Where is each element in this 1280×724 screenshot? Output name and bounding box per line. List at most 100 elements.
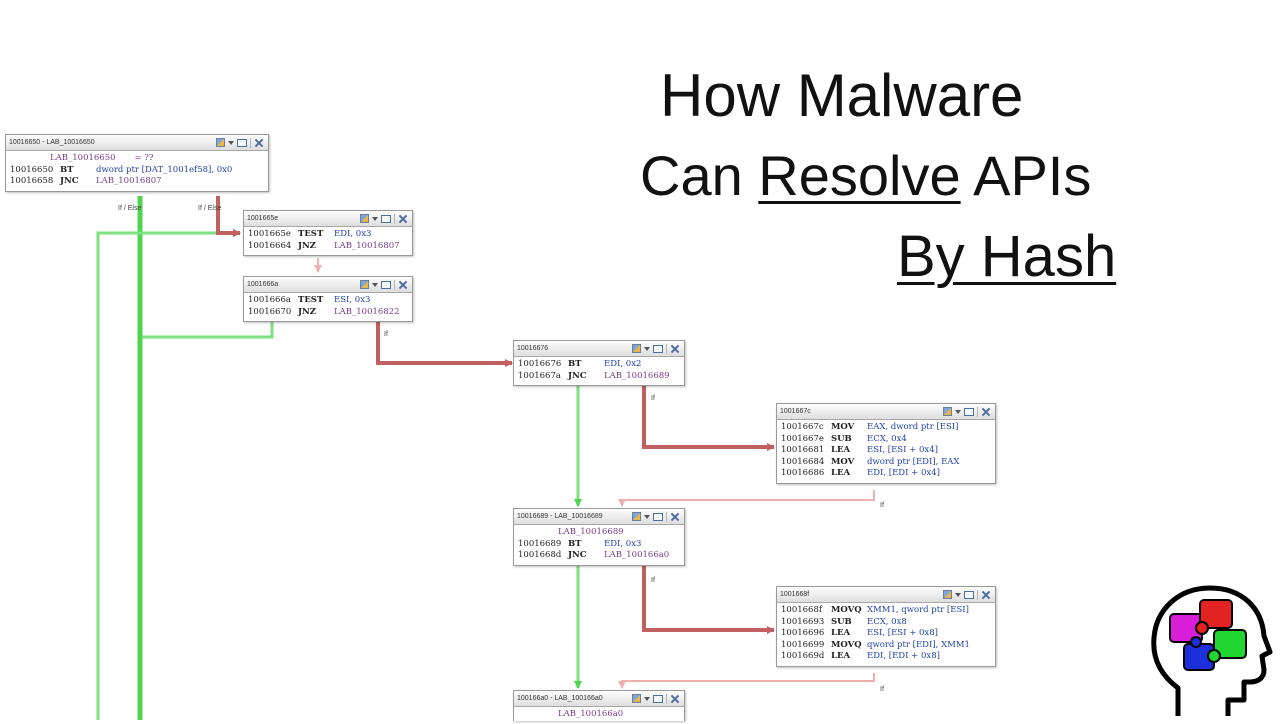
edit-icon[interactable] xyxy=(632,694,641,703)
dropdown-icon[interactable] xyxy=(955,409,961,414)
mnemonic: LEA xyxy=(831,445,851,455)
operand: LAB_10016689 xyxy=(604,370,670,381)
node-header[interactable]: 1001668f xyxy=(777,587,995,603)
addr: 1001665e xyxy=(248,229,291,239)
operand: EDI, [EDI + 0x4] xyxy=(867,468,940,478)
operand: dword ptr [DAT_1001ef58], 0x0 xyxy=(96,164,233,175)
operand: EDI, 0x3 xyxy=(334,229,372,239)
edit-icon[interactable] xyxy=(632,512,641,521)
edge-label: If xyxy=(880,686,884,693)
addr: 1001668f xyxy=(781,605,823,615)
addr: 10016676 xyxy=(518,359,562,369)
addr: 1001666a xyxy=(248,295,291,305)
cfg-node-100166a0[interactable]: 100166a0 - LAB_100166a0 LAB_100166a0 xyxy=(513,690,685,721)
node-title: 1001667c xyxy=(780,408,811,415)
addr: 1001667c xyxy=(781,422,824,432)
operand: EDI, [EDI + 0x8] xyxy=(867,651,940,661)
edge-label: If xyxy=(880,502,884,509)
title-text-2b: Resolve xyxy=(758,144,961,207)
dropdown-icon[interactable] xyxy=(372,282,378,287)
addr: 1001667e xyxy=(781,433,824,444)
close-icon[interactable] xyxy=(981,407,991,417)
title-line-2: Can Resolve APIs xyxy=(640,148,1091,204)
close-icon[interactable] xyxy=(254,138,264,148)
dropdown-icon[interactable] xyxy=(955,592,961,597)
close-icon[interactable] xyxy=(670,694,680,704)
mnemonic: JNZ xyxy=(298,240,316,251)
dropdown-icon[interactable] xyxy=(228,140,234,145)
node-header[interactable]: 10016689 - LAB_10016689 xyxy=(514,509,684,525)
node-header[interactable]: 1001667c xyxy=(777,404,995,420)
edge-fall-4 xyxy=(642,386,775,451)
node-header[interactable]: 100166a0 - LAB_100166a0 xyxy=(514,691,684,707)
addr: 1001668d xyxy=(518,550,562,560)
node-title: 100166a0 - LAB_100166a0 xyxy=(517,695,603,702)
close-icon[interactable] xyxy=(398,214,408,224)
edit-icon[interactable] xyxy=(943,590,952,599)
maximize-icon[interactable] xyxy=(653,512,663,521)
dropdown-icon[interactable] xyxy=(644,514,650,519)
edge-fall-6 xyxy=(642,566,775,634)
node-title: 10016650 - LAB_10016650 xyxy=(9,139,95,146)
maximize-icon[interactable] xyxy=(381,280,391,289)
mnemonic: BT xyxy=(568,538,582,549)
addr: 10016684 xyxy=(781,456,825,467)
dropdown-icon[interactable] xyxy=(644,346,650,351)
node-header[interactable]: 1001666a xyxy=(244,277,412,293)
mnemonic: MOV xyxy=(831,422,855,432)
operand: EAX, dword ptr [ESI] xyxy=(867,422,959,432)
mnemonic: SUB xyxy=(831,616,852,627)
close-icon[interactable] xyxy=(981,590,991,600)
node-header[interactable]: 10016650 - LAB_10016650 xyxy=(6,135,268,151)
edit-icon[interactable] xyxy=(360,280,369,289)
close-icon[interactable] xyxy=(670,512,680,522)
edge-fall-7 xyxy=(618,673,875,689)
cfg-node-10016689[interactable]: 10016689 - LAB_10016689 LAB_10016689 100… xyxy=(513,508,685,566)
operand: LAB_10016807 xyxy=(96,176,162,186)
maximize-icon[interactable] xyxy=(381,214,391,223)
cfg-node-10016650[interactable]: 10016650 - LAB_10016650 LAB_10016650 = ?… xyxy=(5,134,269,192)
edit-icon[interactable] xyxy=(360,214,369,223)
title-text-2c: APIs xyxy=(960,144,1092,207)
maximize-icon[interactable] xyxy=(653,344,663,353)
edit-icon[interactable] xyxy=(216,138,225,147)
operand: LAB_10016822 xyxy=(334,306,400,317)
maximize-icon[interactable] xyxy=(653,694,663,703)
addr: 1001669d xyxy=(781,651,825,661)
close-icon[interactable] xyxy=(670,344,680,354)
maximize-icon[interactable] xyxy=(964,407,974,416)
mnemonic: JNC xyxy=(568,370,587,381)
edit-icon[interactable] xyxy=(943,407,952,416)
code-line: 1001667c MOV EAX, dword ptr [ESI] xyxy=(781,422,991,434)
code-label: LAB_10016650 = ?? xyxy=(50,153,154,163)
edge-fall-1 xyxy=(216,196,241,237)
node-header[interactable]: 10016676 xyxy=(514,341,684,357)
edit-icon[interactable] xyxy=(632,344,641,353)
edge-label: If / Else xyxy=(118,205,142,212)
dropdown-icon[interactable] xyxy=(644,696,650,701)
close-icon[interactable] xyxy=(398,280,408,290)
maximize-icon[interactable] xyxy=(964,590,974,599)
addr: 10016681 xyxy=(781,445,825,455)
maximize-icon[interactable] xyxy=(237,138,247,147)
mnemonic: TEST xyxy=(298,295,324,305)
dropdown-icon[interactable] xyxy=(372,216,378,221)
node-header[interactable]: 1001665e xyxy=(244,211,412,227)
